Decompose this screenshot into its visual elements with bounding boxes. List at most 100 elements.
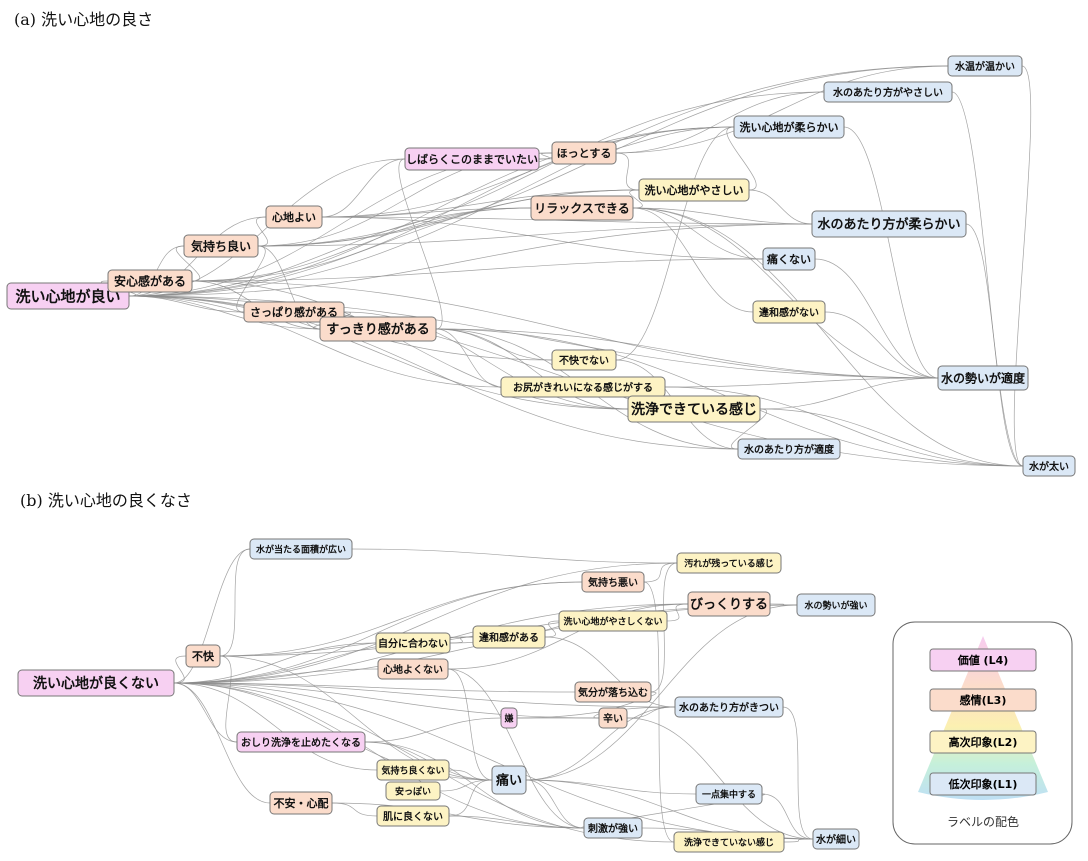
node-label: 不快でない bbox=[559, 354, 609, 367]
node-label: お尻がきれいになる感じがする bbox=[513, 381, 653, 394]
node-b-kimochiyoku: 気持ち良くない bbox=[376, 759, 450, 781]
edge-b_fukai-b_menseki bbox=[219, 548, 251, 657]
node-box bbox=[687, 591, 771, 617]
edge-b_root-b_jibun bbox=[173, 642, 377, 684]
edge-b_root-b_yogore bbox=[173, 562, 678, 684]
edge-a_kokochi-a_yawarakai bbox=[321, 126, 735, 218]
edge-b_kimochiwarui-b_senjounai bbox=[643, 581, 675, 843]
edge-a_kokochi-a_shibaraku bbox=[321, 158, 406, 218]
node-b-kokochi: 心地よくない bbox=[377, 658, 449, 680]
edge-a_root-a_yawarakai bbox=[128, 126, 735, 297]
edge-a_kimochi-a_sukkiri bbox=[257, 245, 321, 330]
edge-a_sukkiri-a_shibaraku bbox=[398, 158, 443, 330]
node-b-yasashikunai: 洗い心地がやさしくない bbox=[558, 610, 668, 632]
node-a-yawarakai: 洗い心地が柔らかい bbox=[733, 115, 845, 139]
legend-swatch bbox=[929, 648, 1037, 672]
node-b-senjounai: 洗浄できていない感じ bbox=[673, 831, 785, 853]
node-label: 不安・心配 bbox=[274, 796, 329, 810]
edge-a_sukkiri-a_fukai bbox=[435, 328, 553, 361]
edge-a_relax-a_futoi bbox=[632, 207, 1024, 467]
node-label: 洗浄できていない感じ bbox=[684, 837, 774, 849]
edge-a_iwakan-a_ikioi bbox=[824, 311, 939, 379]
node-box bbox=[472, 625, 546, 649]
node-box bbox=[627, 395, 761, 423]
node-box bbox=[674, 696, 784, 718]
node-label: 気分が落ち込む bbox=[577, 686, 648, 699]
node-label: ほっとする bbox=[557, 147, 612, 160]
node-a-suion: 水温が温かい bbox=[947, 55, 1023, 77]
edge-a_sukkiri-a_senjou bbox=[435, 328, 629, 410]
edge-b_fukai-b_kimochiwarui bbox=[219, 581, 583, 657]
edge-a_yasashii-a_atari_yawarakai bbox=[748, 189, 813, 225]
node-a-anshin: 安心感がある bbox=[107, 269, 193, 293]
edge-b_yameta-b_iya bbox=[364, 717, 502, 743]
edge-b_fuan-b_shigeki bbox=[331, 802, 585, 829]
node-label: 痛くない bbox=[766, 252, 811, 266]
node-label: リラックスできる bbox=[534, 202, 629, 216]
node-label: 洗い心地が良い bbox=[15, 288, 120, 306]
edge-a_kimochi-a_atari_yasashii bbox=[257, 91, 825, 247]
node-box bbox=[243, 301, 345, 323]
node-b-yameta: おしり洗浄を止めたくなる bbox=[236, 731, 366, 753]
node-b-ikioi: 水の勢いが強い bbox=[796, 593, 876, 617]
node-box bbox=[376, 805, 450, 827]
node-box bbox=[1022, 455, 1076, 477]
edge-a_hotto-a_suion bbox=[615, 65, 949, 154]
edge-a_sukkiri-a_oshiri bbox=[435, 328, 502, 388]
node-box bbox=[269, 791, 333, 815]
node-box bbox=[530, 195, 634, 221]
node-b-kimochiwarui: 気持ち悪い bbox=[581, 571, 645, 593]
edge-a_senjou-a_futoi bbox=[759, 408, 1024, 467]
node-b-hosoi: 水が細い bbox=[812, 828, 860, 850]
legend-items: 価値 (L4)感情(L3)高次印象(L2)低次印象(L1) bbox=[929, 648, 1037, 796]
edge-b_hada-b_shigeki bbox=[448, 815, 585, 829]
node-label: 一点集中する bbox=[702, 789, 756, 801]
edge-b_senjounai-b_hosoi bbox=[783, 838, 814, 843]
node-label: 違和感がない bbox=[759, 306, 819, 319]
node-box bbox=[236, 731, 366, 753]
node-box bbox=[558, 610, 668, 632]
edge-a_kimochi-a_kokochi bbox=[256, 216, 268, 247]
edge-a_senjou-a_ikioi bbox=[759, 377, 939, 410]
node-box bbox=[947, 55, 1023, 77]
edge-a_itakunai-a_ikioi bbox=[814, 258, 939, 379]
node-a-root: 洗い心地が良い bbox=[6, 282, 130, 310]
edge-a_hotto-a_yasashii bbox=[615, 152, 640, 191]
node-box bbox=[638, 178, 750, 202]
node-layer: 洗い心地が良い安心感がある気持ち良い心地よいさっぱり感があるすっきり感があるしば… bbox=[6, 55, 1076, 853]
edge-b_root-b_fuan bbox=[173, 682, 271, 804]
node-b-tsurai: 辛い bbox=[598, 707, 628, 729]
node-box bbox=[574, 681, 652, 703]
node-label: しばらくこのままでいたい bbox=[406, 152, 538, 166]
node-a-atari-yasashii: 水のあたり方がやさしい bbox=[823, 81, 953, 103]
node-b-yogore: 汚れが残っている感じ bbox=[676, 552, 782, 574]
edge-b_menseki-b_yogore bbox=[351, 548, 678, 564]
edge-a_atari_yawarakai-a_futoi bbox=[965, 223, 1024, 467]
node-b-iya: 嫌 bbox=[500, 707, 518, 729]
edge-b_root-b_kimochiyoku bbox=[173, 682, 378, 771]
node-box bbox=[249, 538, 353, 560]
node-label: びっくりする bbox=[690, 598, 768, 613]
legend-item-l1: 低次印象(L1) bbox=[929, 772, 1037, 796]
node-a-oshiri: お尻がきれいになる感じがする bbox=[500, 376, 666, 398]
node-label: 気持ち良くない bbox=[381, 765, 444, 777]
node-label: 辛い bbox=[603, 712, 623, 725]
node-label: 刺激が強い bbox=[587, 822, 638, 835]
legend-swatch bbox=[929, 772, 1037, 796]
node-box bbox=[551, 349, 617, 371]
node-a-futoi: 水が太い bbox=[1022, 455, 1076, 477]
legend-label: 低次印象(L1) bbox=[948, 777, 1018, 791]
node-box bbox=[762, 247, 816, 271]
panel-a-title: (a) 洗い心地の良さ bbox=[14, 10, 153, 29]
node-label: すっきり感がある bbox=[326, 322, 429, 338]
node-label: 水のあたり方が柔らかい bbox=[817, 217, 960, 233]
node-box bbox=[676, 552, 782, 574]
node-box bbox=[581, 571, 645, 593]
node-b-fukai: 不快 bbox=[185, 644, 221, 668]
legend-cone bbox=[918, 636, 1048, 800]
node-label: 肌に良くない bbox=[383, 810, 443, 823]
edge-b_bikkuri-b_ikioi bbox=[769, 603, 798, 606]
node-label: 水のあたり方がやさしい bbox=[832, 86, 943, 99]
node-box bbox=[377, 658, 449, 680]
edge-b_itai-b_kitsui bbox=[525, 706, 676, 781]
